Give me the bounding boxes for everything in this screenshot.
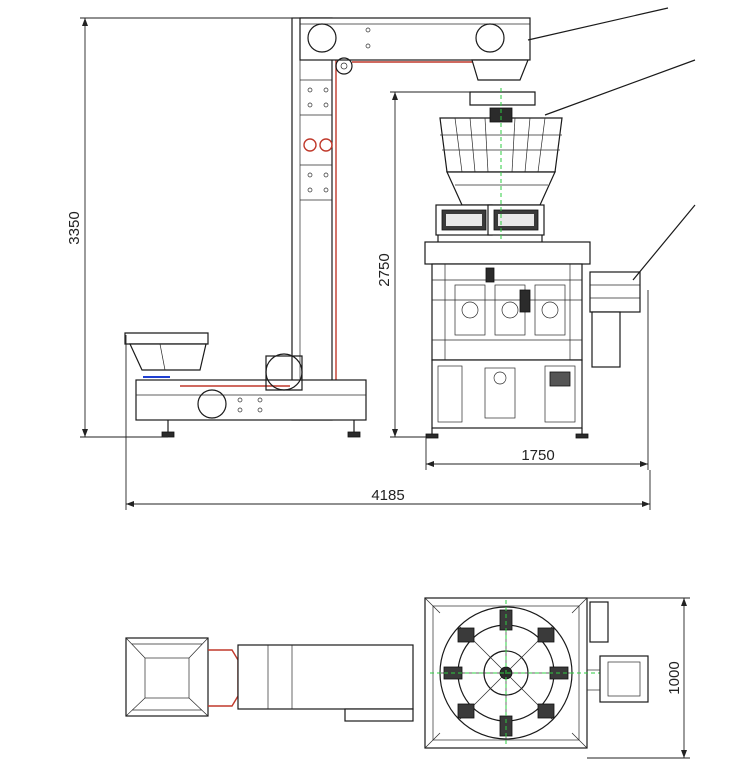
top-view-rotary-packer xyxy=(424,597,649,749)
dim-top-view-depth: 1000 xyxy=(587,597,690,759)
feed-hopper xyxy=(124,332,367,438)
top-view-conveyor xyxy=(125,637,414,722)
dim-label-machine-height: 2750 xyxy=(376,253,393,286)
bucket-elevator xyxy=(291,7,669,421)
rotary-packer-body xyxy=(424,204,696,439)
dim-label-total-length: 4185 xyxy=(371,487,404,504)
dim-label-machine-width: 1750 xyxy=(521,447,554,464)
dim-total-length: 4185 xyxy=(125,335,651,510)
dim-machine-width: 1750 xyxy=(425,290,649,470)
dim-total-height: 3350 xyxy=(66,17,300,438)
dim-label-top-view-depth: 1000 xyxy=(666,661,683,694)
dim-label-total-height: 3350 xyxy=(66,211,83,244)
dim-machine-height: 2750 xyxy=(376,91,470,438)
multihead-weigher xyxy=(435,59,696,250)
